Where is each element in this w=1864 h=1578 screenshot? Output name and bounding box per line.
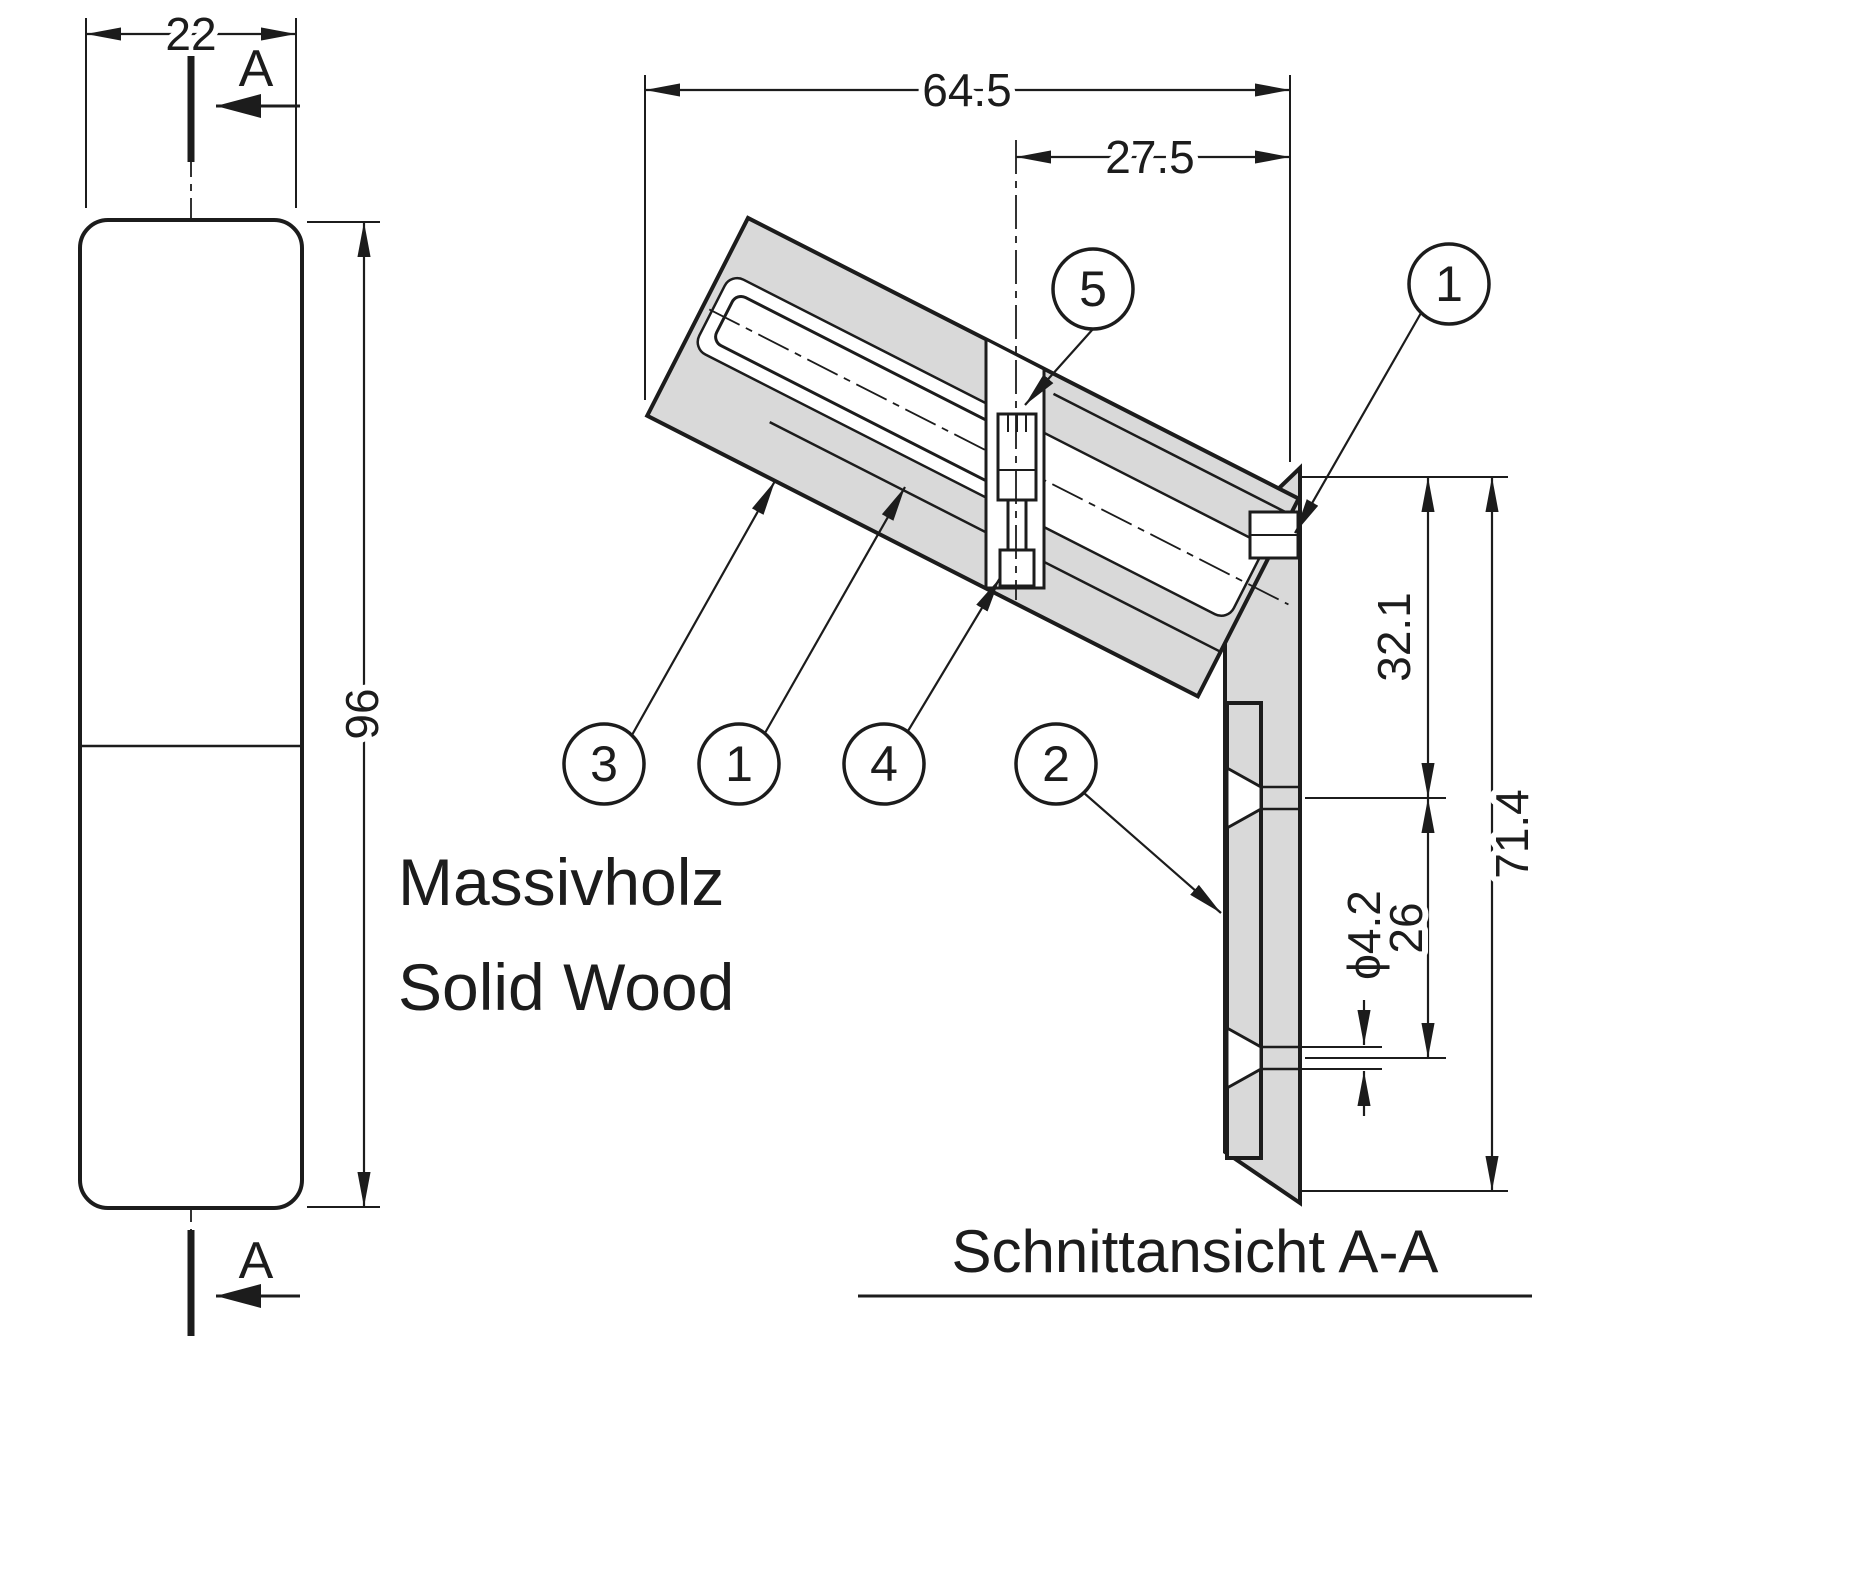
dimension-screw-offset-label: 27.5: [1105, 131, 1195, 183]
countersunk-hole-top: [1225, 765, 1298, 831]
callout-leg-label: 2: [1042, 736, 1070, 792]
balloon-circle: [1014, 722, 1098, 806]
dimension-right-stack: 32.1 26 71.4: [1302, 476, 1544, 1192]
callout-nut-label: 4: [870, 736, 898, 792]
front-view: 22 A A 96: [78, 2, 394, 1336]
dimension-width: 22: [85, 2, 297, 208]
callout-nut: 4: [842, 577, 1001, 806]
metal-profile-upper-edge: [1052, 392, 1292, 516]
balloon-circle: [562, 722, 646, 806]
countersunk-hole-bottom: [1225, 1025, 1298, 1091]
leader-line: [764, 486, 906, 734]
material-note-line2: Solid Wood: [398, 950, 734, 1024]
section-mark-bottom: A: [187, 1230, 300, 1336]
section-title: Schnittansicht A-A: [858, 1218, 1532, 1298]
angled-arm-group: [644, 215, 1302, 700]
dimension-screw-offset: 27.5: [1015, 125, 1290, 600]
dimension-total-width-label: 64.5: [922, 64, 1012, 116]
callout-screw-label: 5: [1079, 261, 1107, 317]
screw-assembly: [996, 412, 1038, 588]
section-label-top: A: [239, 40, 274, 98]
metal-pocket-top: [1248, 510, 1300, 560]
callout-profile-arm: 1: [697, 486, 906, 806]
callout-profile-top-label: 1: [1435, 256, 1463, 312]
callout-wood-arm-label: 3: [590, 736, 618, 792]
balloon-circle: [1407, 242, 1491, 326]
dimension-hole-diameter-label: ϕ4.2: [1338, 890, 1390, 980]
screw-stem: [1006, 498, 1028, 552]
dimension-height-label: 96: [336, 688, 388, 739]
dimension-hole-diameter: ϕ4.2: [1302, 884, 1396, 1116]
dimension-width-label: 22: [165, 8, 216, 60]
callout-profile-top: 1: [1294, 242, 1491, 534]
section-label-bottom: A: [239, 1232, 274, 1290]
dimension-hole-spacing-label: 26: [1380, 902, 1432, 953]
callout-profile-arm-label: 1: [725, 736, 753, 792]
section-view: 64.5 27.5 32.1 26 71.4 ϕ4.2: [562, 58, 1544, 1298]
dimension-total-width: 64.5: [644, 58, 1291, 462]
leader-line: [1024, 328, 1094, 406]
callout-wood-arm: 3: [562, 480, 776, 806]
arm-centerline: [708, 308, 1289, 606]
material-note-line1: Massivholz: [398, 845, 724, 919]
leader-line: [1083, 792, 1222, 914]
square-nut: [998, 548, 1036, 588]
section-mark-top: A: [187, 40, 300, 162]
dimension-total-height-label: 71.4: [1486, 789, 1538, 879]
section-title-label: Schnittansicht A-A: [952, 1218, 1439, 1285]
balloon-circle: [842, 722, 926, 806]
leader-line: [1294, 312, 1422, 534]
callout-screw: 5: [1024, 247, 1135, 406]
wood-part-outline: [78, 218, 304, 1210]
leader-line: [631, 480, 776, 736]
dimension-top-to-hole-label: 32.1: [1368, 592, 1420, 682]
balloon-circle: [697, 722, 781, 806]
material-note: Massivholz Solid Wood: [398, 845, 734, 1024]
dimension-height: 96: [307, 221, 394, 1208]
leader-line: [907, 577, 1001, 732]
balloon-circle: [1051, 247, 1135, 331]
callout-leg: 2: [1014, 722, 1222, 914]
